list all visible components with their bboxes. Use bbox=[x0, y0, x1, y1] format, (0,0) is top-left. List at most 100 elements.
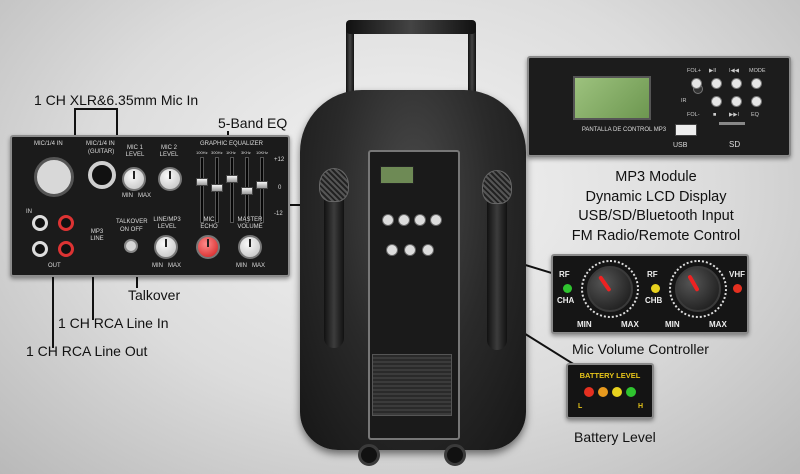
battery-high-label: H bbox=[638, 403, 644, 410]
eq-slider-cap[interactable] bbox=[211, 184, 223, 192]
rca-out-right-jack[interactable] bbox=[58, 241, 74, 257]
prev-button[interactable] bbox=[731, 78, 742, 89]
leader-line bbox=[52, 240, 54, 348]
xlr-input-jack[interactable] bbox=[34, 157, 74, 197]
eq-db-top: +12 bbox=[274, 157, 285, 163]
chb-label: CHB bbox=[645, 296, 663, 305]
rca-in-callout: 1 CH RCA Line In bbox=[58, 315, 169, 331]
knob-scale-b bbox=[669, 260, 727, 318]
mp3-line-2: Dynamic LCD Display bbox=[585, 188, 727, 205]
guitar-label: (GUITAR) bbox=[88, 149, 115, 155]
leader-line bbox=[74, 108, 76, 152]
mic-a-volume-knob[interactable] bbox=[587, 266, 633, 312]
knob-pointer bbox=[598, 275, 612, 293]
wireless-mic-left[interactable] bbox=[324, 188, 344, 348]
speaker-knob[interactable] bbox=[422, 244, 434, 256]
mp3-module-panel: PANTALLA DE CONTROL MP3 IR FOL+ ▶II I◀◀ … bbox=[527, 56, 791, 157]
eq-db-mid: 0 bbox=[278, 185, 282, 191]
ir-label: IR bbox=[681, 98, 687, 104]
mp3-button[interactable] bbox=[731, 96, 742, 107]
vhf-led bbox=[733, 284, 742, 293]
play-pause-button[interactable] bbox=[711, 78, 722, 89]
leader-line bbox=[136, 268, 138, 288]
rf-label-b: RF bbox=[647, 270, 658, 279]
trolley-handle-right[interactable] bbox=[468, 22, 476, 132]
eq-callout: 5-Band EQ bbox=[218, 115, 288, 131]
eq-slider-cap[interactable] bbox=[241, 187, 253, 195]
fol-plus-button[interactable] bbox=[691, 78, 702, 89]
eq-slider[interactable] bbox=[226, 157, 238, 223]
mp3-line-3: USB/SD/Bluetooth Input bbox=[578, 208, 734, 224]
trolley-handle-grip[interactable] bbox=[346, 20, 476, 34]
leader-line bbox=[74, 108, 116, 110]
trolley-handle-left[interactable] bbox=[346, 22, 354, 132]
eq-slider[interactable] bbox=[211, 157, 223, 223]
mp3-lcd-display bbox=[573, 76, 651, 120]
speaker-knob[interactable] bbox=[386, 244, 398, 256]
line-mp3-level-knob[interactable] bbox=[154, 235, 178, 259]
battery-level-panel: BATTERY LEVEL L H bbox=[566, 363, 654, 419]
usb-port[interactable] bbox=[675, 124, 697, 136]
battery-led bbox=[612, 387, 622, 397]
leader-line bbox=[92, 240, 94, 320]
speaker-knob[interactable] bbox=[398, 214, 410, 226]
mode-button[interactable] bbox=[751, 78, 762, 89]
eq-band-label: 100Hz bbox=[196, 150, 208, 155]
eq-label: EQ bbox=[751, 112, 759, 118]
mic-echo-knob[interactable] bbox=[196, 235, 220, 259]
master-volume-knob[interactable] bbox=[238, 235, 262, 259]
mic-volume-callout: Mic Volume Controller bbox=[572, 341, 709, 357]
fol-minus-label: FOL- bbox=[687, 112, 700, 118]
mic2-level-knob[interactable] bbox=[158, 167, 182, 191]
min-label-b: MIN bbox=[665, 320, 680, 329]
max-label-b: MAX bbox=[709, 320, 727, 329]
speaker-knob[interactable] bbox=[382, 214, 394, 226]
wireless-mic-right[interactable] bbox=[487, 190, 507, 350]
eq-db-bot: -12 bbox=[274, 211, 283, 217]
guitar-input-jack[interactable] bbox=[88, 161, 116, 189]
leader-line bbox=[116, 108, 118, 148]
mp3-panel-caption: PANTALLA DE CONTROL MP3 bbox=[581, 127, 667, 133]
eq-slider[interactable] bbox=[256, 157, 268, 223]
rca-out-left-jack[interactable] bbox=[32, 241, 48, 257]
eq-slider-cap[interactable] bbox=[226, 175, 238, 183]
mic-head-right bbox=[482, 170, 512, 204]
play-pause-label: ▶II bbox=[709, 68, 717, 74]
eq-slider-cap[interactable] bbox=[196, 178, 208, 186]
rca-out-label: OUT bbox=[48, 263, 61, 269]
speaker-knob[interactable] bbox=[414, 214, 426, 226]
mic-head-left bbox=[319, 168, 349, 202]
eq-band-label: 3KHz bbox=[241, 150, 251, 155]
mic2-level-label: MIC 2 LEVEL bbox=[159, 145, 179, 158]
talkover-state-label: ON OFF bbox=[120, 227, 143, 233]
cha-label: CHA bbox=[557, 296, 575, 305]
wheel-left bbox=[358, 444, 380, 466]
eq-slider-cap[interactable] bbox=[256, 181, 268, 189]
mic1-max-label: MAX bbox=[138, 193, 152, 199]
fol-plus-label: FOL+ bbox=[687, 68, 701, 74]
eq-slider[interactable] bbox=[196, 157, 208, 223]
mixer-control-panel: MIC/1/4 IN MIC/1/4 IN (GUITAR) MIC 1 LEV… bbox=[10, 135, 290, 277]
speaker-lcd-display bbox=[380, 166, 414, 184]
master-max-label: MAX bbox=[252, 263, 266, 269]
mic1-level-knob[interactable] bbox=[122, 167, 146, 191]
speaker-knob[interactable] bbox=[404, 244, 416, 256]
mic1-min-label: MIN bbox=[122, 193, 133, 199]
talkover-callout: Talkover bbox=[128, 287, 181, 303]
rca-in-left-jack[interactable] bbox=[32, 215, 48, 231]
speaker-knob[interactable] bbox=[430, 214, 442, 226]
mic-input-label: MIC/1/4 IN bbox=[34, 141, 63, 147]
prev-label: I◀◀ bbox=[729, 68, 739, 74]
talkover-button[interactable] bbox=[124, 239, 138, 253]
rca-in-right-jack[interactable] bbox=[58, 215, 74, 231]
mic-b-volume-knob[interactable] bbox=[675, 266, 721, 312]
battery-led bbox=[584, 387, 594, 397]
mp3-button[interactable] bbox=[711, 96, 722, 107]
sd-label: SD bbox=[729, 140, 741, 149]
rf-label-a: RF bbox=[559, 270, 570, 279]
sd-card-slot[interactable] bbox=[719, 122, 745, 125]
mp3-button[interactable] bbox=[751, 96, 762, 107]
eq-slider[interactable] bbox=[241, 157, 253, 223]
battery-led bbox=[626, 387, 636, 397]
